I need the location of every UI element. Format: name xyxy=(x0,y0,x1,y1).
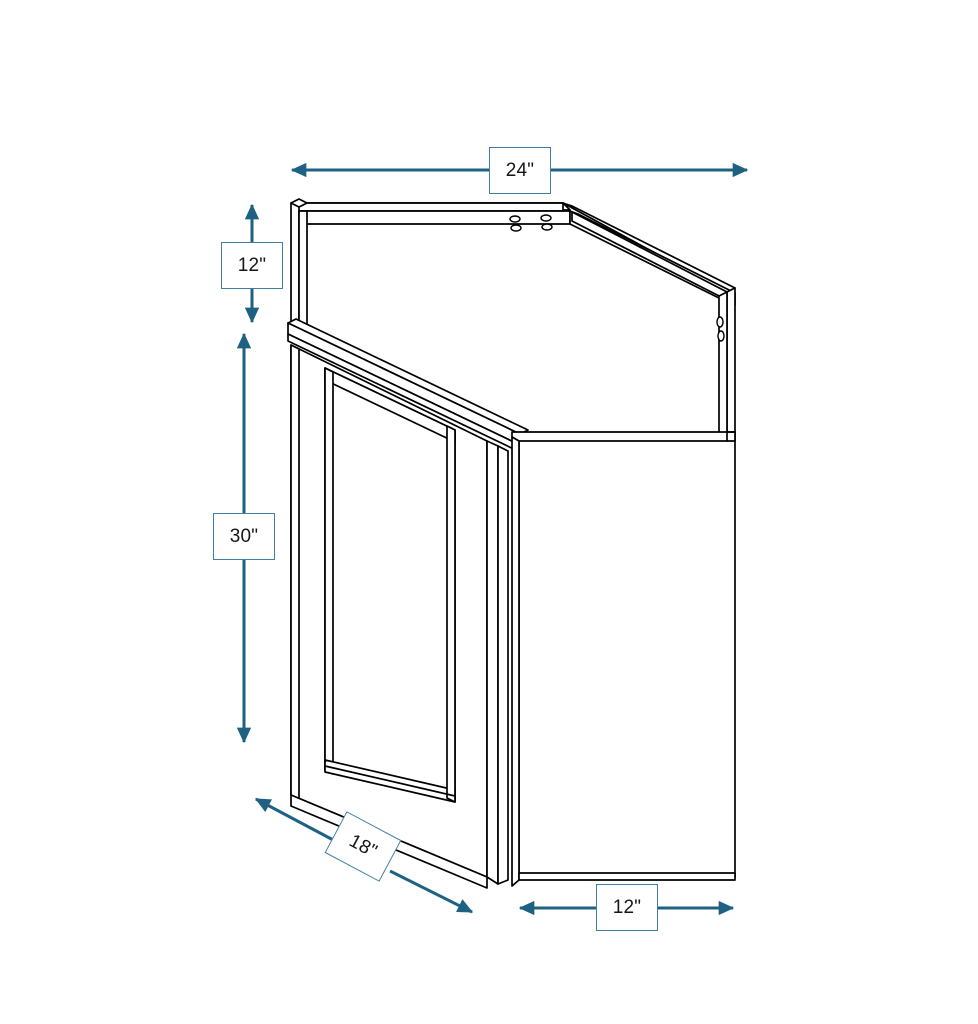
cabinet-right-side-panel-front-stile xyxy=(511,436,520,887)
cabinet-body xyxy=(287,198,736,889)
dimension-lines xyxy=(236,162,749,916)
dim-line-depth-diagonal-lower xyxy=(389,869,474,914)
shelf-pin-holes-right xyxy=(716,316,725,342)
top-panel-top-face xyxy=(296,202,564,212)
door-right-edge-b xyxy=(497,445,509,885)
door-panel-left-bevel xyxy=(324,367,334,775)
left-stile-inner xyxy=(298,210,308,334)
left-stile-top-cap xyxy=(290,198,308,208)
door-panel-right-bevel xyxy=(446,425,456,803)
right-stile-outer xyxy=(726,287,736,442)
door-left-edge xyxy=(290,344,300,800)
top-front-rail xyxy=(303,210,571,225)
cabinet-right-side-panel-top-edge xyxy=(511,431,736,442)
door-right-edge-a xyxy=(486,440,499,885)
dim-line-depth-diagonal-upper xyxy=(254,797,338,844)
cabinet-right-side-bottom-edge xyxy=(518,872,736,881)
top-diagonal-rail-top xyxy=(562,202,736,293)
dimension-label-height-lower: 30" xyxy=(213,513,275,560)
left-stile-outer xyxy=(290,202,300,338)
shelf-pin-holes-front xyxy=(509,214,553,232)
dimension-label-height-upper: 12" xyxy=(221,242,283,289)
dimension-label-depth-side: 12" xyxy=(596,884,658,931)
top-diagonal-rail-inner xyxy=(571,211,728,301)
door-bottom-rail-line xyxy=(324,765,456,797)
cabinet-right-side-panel xyxy=(518,436,736,878)
right-stile-face xyxy=(718,291,728,445)
side-panel-top-notch xyxy=(726,431,736,442)
dimension-label-width-top: 24" xyxy=(489,147,551,194)
